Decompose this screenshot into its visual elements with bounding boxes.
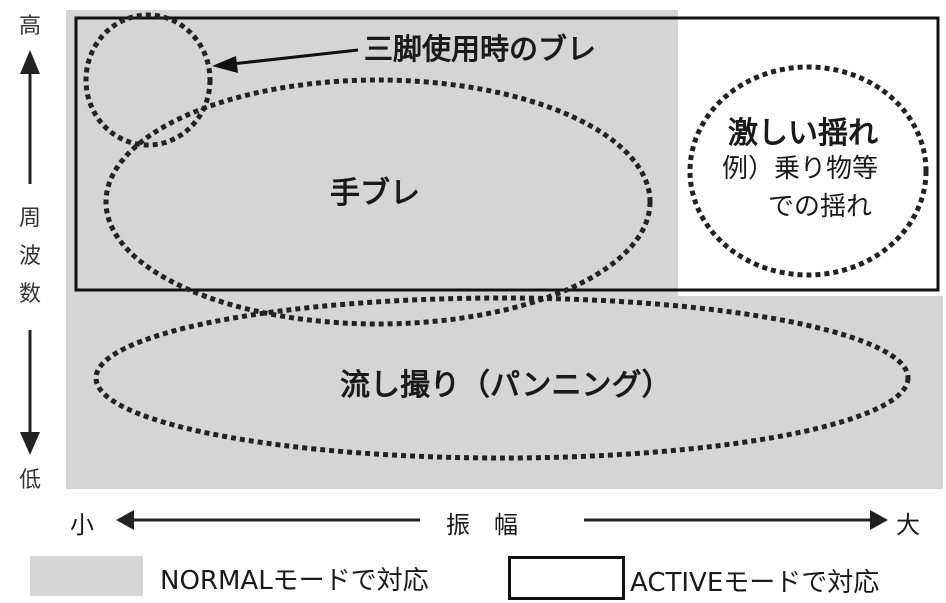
tripod-pointer-line — [231, 48, 359, 66]
strong-shake-ellipse — [687, 64, 929, 278]
y-axis-up-arrowhead — [20, 50, 40, 74]
x-axis-left-arrowhead — [116, 510, 134, 530]
tripod-pointer-arrowhead — [212, 56, 238, 73]
tripod-shake-ellipse — [83, 12, 213, 148]
normal-mode-region — [66, 10, 943, 489]
y-axis-high-label: 高 — [18, 14, 41, 39]
y-axis-label-char-3: 数 — [18, 282, 41, 307]
y-axis-down-arrowhead — [20, 432, 40, 455]
legend-normal-swatch — [30, 556, 143, 596]
strong-shake-example-line1: 例）乗り物等 — [722, 154, 879, 184]
hand-shake-label: 手ブレ — [330, 176, 420, 211]
y-axis-label-char-1: 周 — [18, 206, 41, 231]
x-axis-large-label: 大 — [896, 511, 920, 539]
x-axis-right-arrowhead — [870, 510, 888, 530]
y-axis-label-char-2: 波 — [18, 244, 41, 269]
legend-active-swatch — [508, 556, 625, 600]
active-mode-region — [74, 16, 940, 292]
tripod-shake-label: 三脚使用時のブレ — [364, 32, 597, 66]
hand-shake-ellipse — [103, 77, 653, 327]
x-axis-title: 振 幅 — [446, 511, 518, 539]
y-axis-low-label: 低 — [18, 468, 41, 493]
strong-shake-title: 激しい揺れ — [728, 116, 878, 151]
panning-label: 流し撮り（パンニング） — [340, 368, 672, 403]
strong-shake-example-line2: での揺れ — [768, 192, 873, 222]
legend-normal-label: NORMALモードで対応 — [160, 566, 429, 596]
panning-ellipse — [93, 295, 911, 461]
x-axis-small-label: 小 — [70, 511, 94, 539]
legend-active-label: ACTIVEモードで対応 — [630, 568, 880, 598]
